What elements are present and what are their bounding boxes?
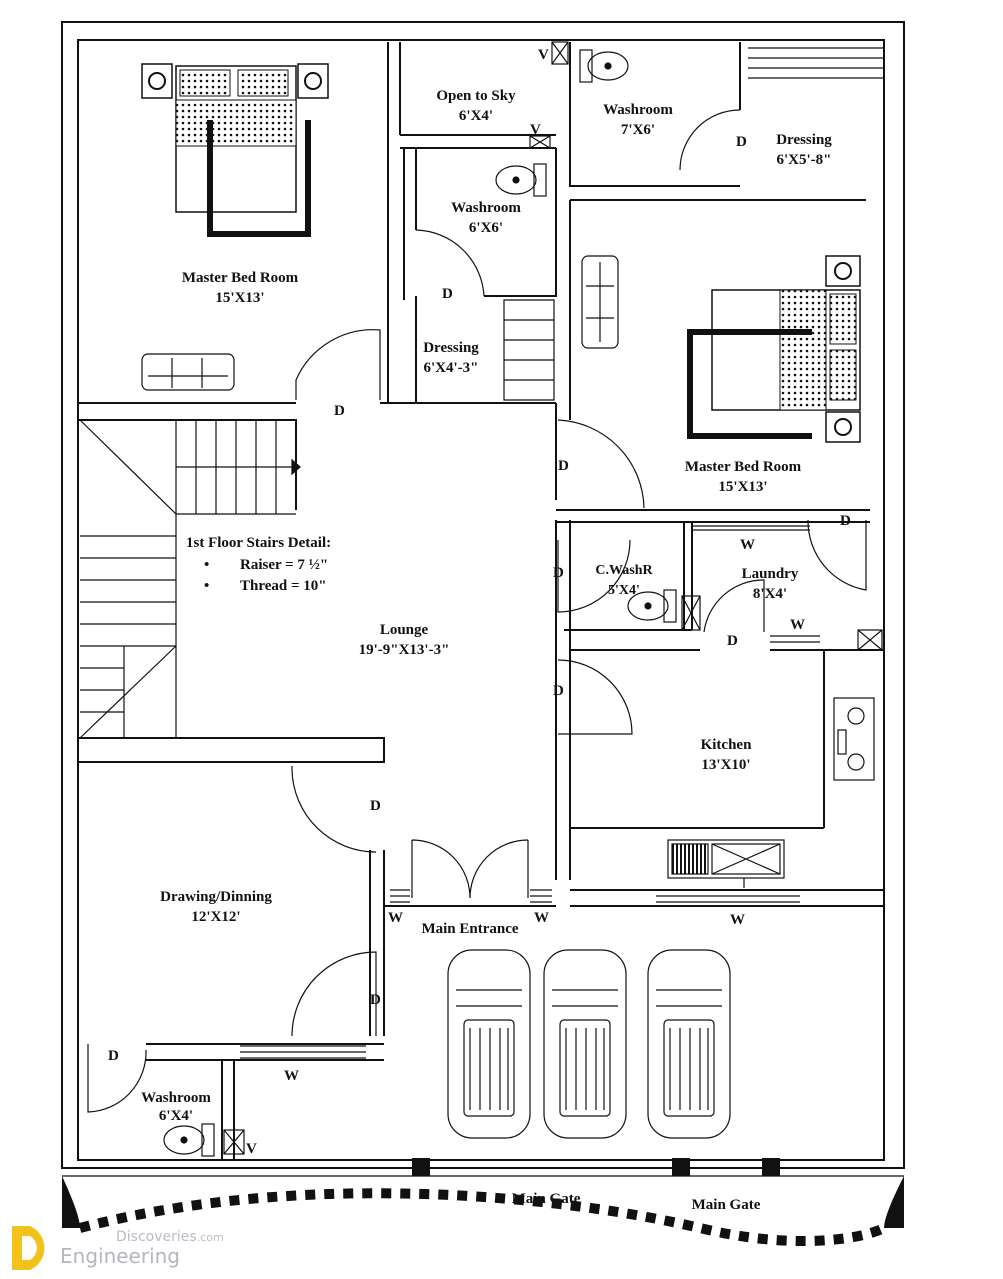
- bullet: •: [204, 578, 209, 594]
- staircase: [79, 419, 301, 739]
- toilet-icon: [495, 163, 547, 197]
- room-name: Laundry: [742, 566, 799, 582]
- room-name: C.WashR: [595, 563, 653, 578]
- sofa-icon: [581, 255, 619, 349]
- vent-marker: V: [246, 1141, 257, 1157]
- bed-icon: [141, 63, 329, 237]
- watermark: Discoveries.com Engineering: [12, 1226, 224, 1270]
- car-icon: [447, 949, 531, 1139]
- room-name: Dressing: [776, 132, 832, 148]
- main-gate-label: Main Gate: [512, 1191, 581, 1207]
- vents: [223, 41, 883, 1155]
- window-marker: W: [740, 537, 755, 553]
- door-marker: D: [558, 458, 569, 474]
- room-size: 6'X4'-3": [424, 360, 479, 376]
- room-size: 13'X10': [701, 757, 750, 773]
- sink-icon: [667, 839, 785, 888]
- window-marker: W: [388, 910, 403, 926]
- room-labels: Master Bed Room 15'X13' Open to Sky 6'X4…: [141, 88, 832, 1124]
- room-size: 12'X12': [191, 909, 240, 925]
- room-name: Washroom: [451, 200, 521, 216]
- door-swings: [87, 109, 867, 1113]
- window-marker: W: [730, 912, 745, 928]
- room-size: 8'X4': [753, 586, 787, 602]
- vent-marker: V: [530, 122, 541, 138]
- stairs-note: 1st Floor Stairs Detail: • Raiser = 7 ½"…: [186, 535, 331, 594]
- door-marker: D: [727, 633, 738, 649]
- door-marker: D: [370, 992, 381, 1008]
- door-marker: D: [736, 134, 747, 150]
- room-size: 7'X6': [621, 122, 655, 138]
- room-name: Master Bed Room: [182, 270, 299, 286]
- room-name: Open to Sky: [436, 88, 516, 104]
- interior-walls: [78, 42, 884, 1160]
- door-marker: D: [840, 513, 851, 529]
- room-name: Washroom: [141, 1090, 211, 1106]
- car-icon: [647, 949, 731, 1139]
- toilet-icon: [163, 1123, 215, 1157]
- room-size: 6'X4': [459, 108, 493, 124]
- room-size: 6'X5'-8": [777, 152, 832, 168]
- vent-marker: V: [538, 47, 549, 63]
- gate-posts: [412, 1158, 780, 1176]
- door-marker: D: [108, 1048, 119, 1064]
- toilet-icon: [627, 589, 677, 623]
- bed-icon: [687, 255, 861, 443]
- room-name: Kitchen: [701, 737, 752, 753]
- car-icon: [543, 949, 627, 1139]
- window-marker: W: [534, 910, 549, 926]
- stove-icon: [833, 697, 875, 781]
- door-marker: D: [370, 798, 381, 814]
- room-name: Drawing/Dinning: [160, 889, 272, 905]
- main-gate-label: Main Gate: [692, 1197, 761, 1213]
- stairs-thread: Thread = 10": [240, 578, 327, 594]
- watermark-line1: Discoveries.com: [116, 1229, 224, 1245]
- window-marker: W: [284, 1068, 299, 1084]
- door-markers: D D D D D D D D D D D: [108, 134, 851, 1064]
- outer-walls: [61, 21, 905, 1169]
- main-entrance-label: Main Entrance: [421, 921, 518, 937]
- room-size: 15'X13': [718, 479, 767, 495]
- window-marker: W: [790, 617, 805, 633]
- boundary-fence: [62, 1175, 904, 1247]
- room-size: 6'X6': [469, 220, 503, 236]
- bullet: •: [204, 557, 209, 573]
- vent-markers: V V V: [246, 47, 549, 1157]
- sofa-icon: [141, 353, 235, 391]
- door-marker: D: [334, 403, 345, 419]
- room-name: Master Bed Room: [685, 459, 802, 475]
- room-name: Lounge: [380, 622, 429, 638]
- windows: [240, 47, 884, 1059]
- watermark-line2: Engineering: [60, 1244, 180, 1268]
- room-size: 15'X13': [215, 290, 264, 306]
- room-size: 6'X4': [159, 1108, 193, 1124]
- room-size: 19'-9"X13'-3": [359, 642, 450, 658]
- toilet-icon: [579, 49, 629, 83]
- room-size: 5'X4': [608, 583, 640, 598]
- door-marker: D: [553, 565, 564, 581]
- door-marker: D: [442, 286, 453, 302]
- door-marker: D: [553, 683, 564, 699]
- window-markers: W W W W W W: [284, 537, 805, 1084]
- stairs-title: 1st Floor Stairs Detail:: [186, 535, 331, 551]
- stairs-raiser: Raiser = 7 ½": [240, 557, 328, 573]
- room-name: Washroom: [603, 102, 673, 118]
- room-name: Dressing: [423, 340, 479, 356]
